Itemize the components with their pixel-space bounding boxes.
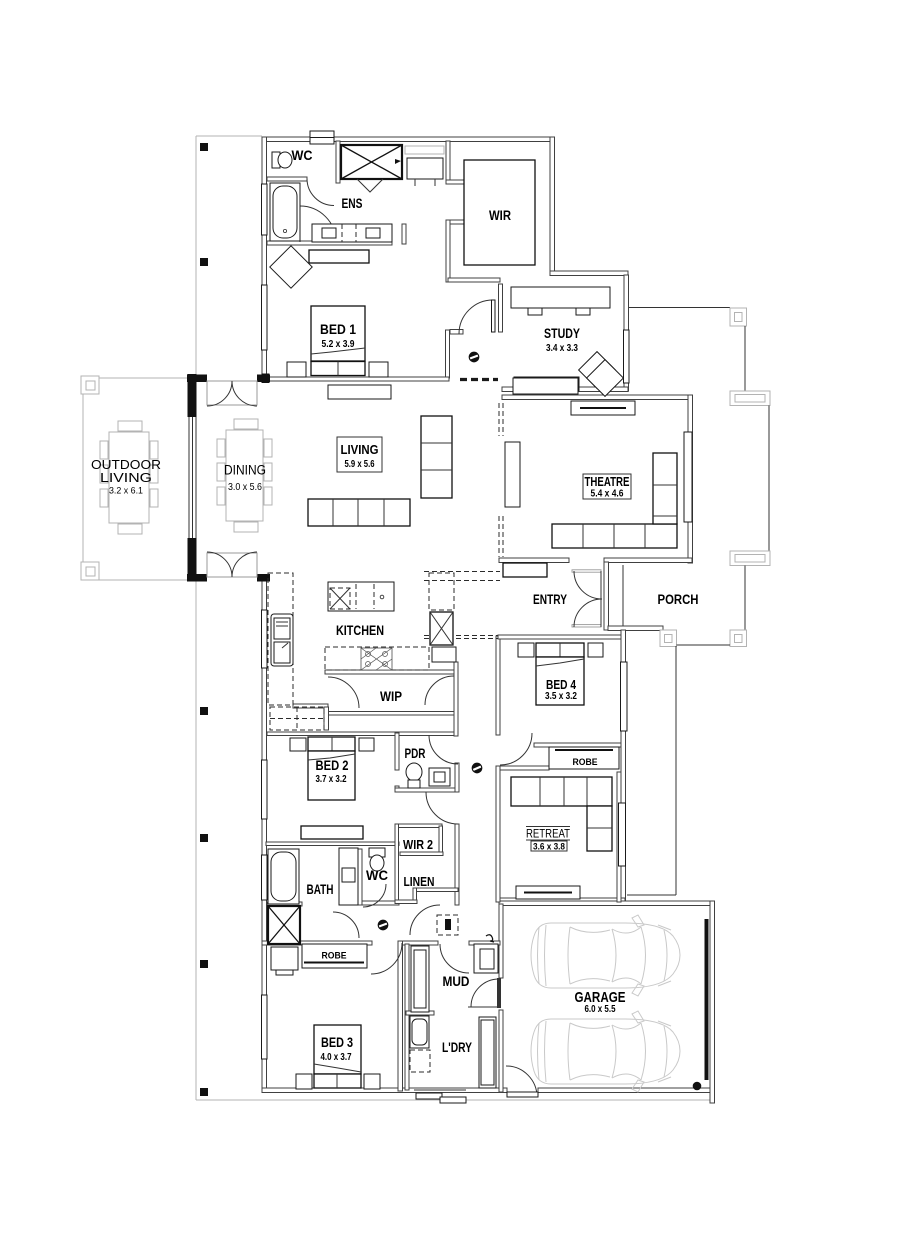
svg-text:L'DRY: L'DRY: [442, 1040, 472, 1055]
svg-text:RETREAT: RETREAT: [526, 827, 571, 841]
svg-text:3.2 x 6.1: 3.2 x 6.1: [109, 486, 143, 497]
svg-text:WIP: WIP: [380, 689, 402, 704]
svg-text:3.5 x 3.2: 3.5 x 3.2: [545, 691, 577, 702]
svg-text:GARAGE: GARAGE: [575, 989, 626, 1006]
svg-text:BED 1: BED 1: [320, 322, 356, 337]
svg-text:5.9 x 5.6: 5.9 x 5.6: [345, 459, 375, 470]
svg-text:BED 3: BED 3: [321, 1035, 353, 1050]
svg-text:4.0 x 3.7: 4.0 x 3.7: [321, 1052, 352, 1063]
svg-text:PDR: PDR: [405, 746, 426, 761]
svg-text:BATH: BATH: [307, 882, 334, 897]
svg-text:WC: WC: [366, 868, 388, 883]
svg-text:KITCHEN: KITCHEN: [336, 623, 384, 638]
svg-text:5.4 x 4.6: 5.4 x 4.6: [591, 489, 624, 500]
svg-text:LIVING: LIVING: [100, 470, 152, 485]
svg-text:6.0 x 5.5: 6.0 x 5.5: [585, 1004, 616, 1015]
svg-text:WC: WC: [292, 148, 313, 163]
svg-text:LINEN: LINEN: [404, 875, 435, 889]
svg-text:3.7 x 3.2: 3.7 x 3.2: [316, 774, 347, 785]
svg-text:THEATRE: THEATRE: [585, 475, 630, 489]
svg-text:3.0 x 5.6: 3.0 x 5.6: [228, 482, 262, 493]
svg-text:STUDY: STUDY: [544, 326, 580, 341]
svg-text:3.6 x 3.8: 3.6 x 3.8: [533, 842, 565, 853]
svg-text:WIR 2: WIR 2: [403, 837, 433, 852]
svg-text:MUD: MUD: [443, 974, 470, 989]
svg-text:OUTDOOR: OUTDOOR: [91, 457, 161, 472]
svg-text:LIVING: LIVING: [341, 442, 379, 457]
svg-text:BED 2: BED 2: [316, 758, 349, 773]
svg-text:WIR: WIR: [489, 208, 511, 223]
svg-text:ENS: ENS: [342, 196, 363, 211]
svg-text:DINING: DINING: [224, 463, 266, 478]
svg-text:ROBE: ROBE: [322, 951, 347, 962]
svg-text:BED 4: BED 4: [546, 677, 577, 692]
svg-text:5.2 x 3.9: 5.2 x 3.9: [322, 339, 355, 350]
svg-text:PORCH: PORCH: [658, 592, 699, 607]
svg-text:ROBE: ROBE: [573, 757, 598, 768]
svg-text:3.4 x 3.3: 3.4 x 3.3: [546, 343, 578, 354]
svg-text:ENTRY: ENTRY: [533, 592, 567, 607]
